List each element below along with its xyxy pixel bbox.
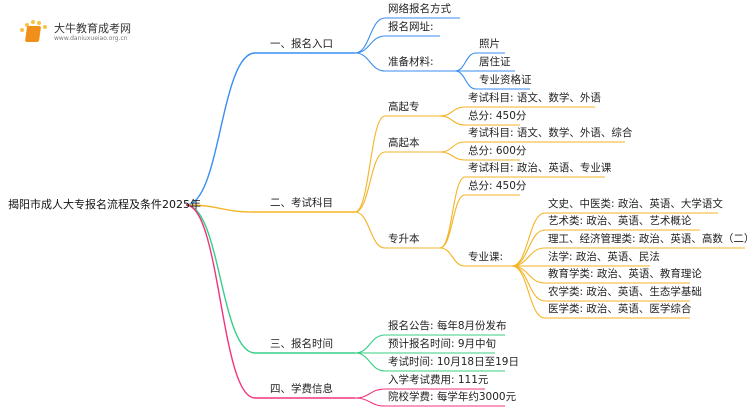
connector	[439, 106, 466, 117]
connector	[439, 247, 466, 267]
leaf-topic: 法学: 政治、英语、民法	[548, 251, 660, 263]
connector	[185, 204, 256, 399]
leaf-topic: 考试科目: 语文、数学、外语	[468, 92, 601, 104]
connector	[439, 115, 466, 126]
subtopic: 准备材料:	[388, 56, 434, 68]
branch-topic: 四、学费信息	[270, 383, 333, 395]
connector	[185, 204, 256, 213]
connector	[439, 176, 466, 249]
leaf-topic: 理工、经济管理类: 政治、英语、高数（二）	[548, 233, 750, 245]
leaf-topic: 文史、中医类: 政治、英语、大学语文	[548, 198, 723, 210]
subtopic: 高起专	[388, 101, 420, 113]
connector	[511, 265, 546, 302]
connector	[185, 52, 256, 206]
leaf-topic: 入学考试费用: 111元	[388, 374, 489, 386]
subtopic: 专业课:	[468, 251, 504, 263]
leaf-topic: 预计报名时间: 9月中旬	[388, 338, 497, 350]
branch-topic: 二、考试科目	[270, 197, 333, 209]
logo: 大牛教育成考网 www.daniuxueiao.org.cn	[18, 18, 138, 46]
leaf-topic: 居住证	[479, 56, 511, 68]
leaf-topic: 考试科目: 语文、数学、外语、综合	[468, 127, 633, 139]
connector	[354, 115, 386, 213]
subtopic: 高起本	[388, 137, 420, 149]
connector	[439, 141, 466, 153]
leaf-topic: 考试科目: 政治、英语、专业课	[468, 162, 612, 174]
connector	[354, 52, 386, 72]
leaf-topic: 报名公告: 每年8月份发布	[388, 320, 507, 332]
leaf-topic: 艺术类: 政治、英语、艺术概论	[548, 215, 692, 227]
connector	[354, 397, 386, 407]
branch-topic: 一、报名入口	[270, 38, 333, 50]
connector	[511, 265, 546, 284]
connector	[354, 388, 386, 399]
connector	[511, 229, 546, 267]
connector	[454, 52, 477, 72]
leaf-topic: 照片	[479, 38, 500, 50]
logo-url: www.daniuxueiao.org.cn	[54, 35, 128, 42]
leaf-topic: 专业资格证	[479, 74, 532, 86]
connector	[354, 211, 386, 249]
connector	[511, 212, 546, 267]
connector	[354, 35, 386, 54]
connector	[439, 194, 466, 249]
subtopic: 专升本	[388, 233, 420, 245]
connector	[511, 265, 546, 319]
connector	[439, 151, 466, 161]
leaf-topic: 教育学类: 政治、英语、教育理论	[548, 268, 702, 280]
root-topic: 揭阳市成人大专报名流程及条件2025年	[8, 198, 201, 211]
branch-topic: 三、报名时间	[270, 338, 333, 350]
leaf-topic: 考试时间: 10月18日至19日	[388, 356, 519, 368]
leaf-topic: 总分: 450分	[468, 110, 527, 122]
leaf-topic: 报名网址:	[388, 21, 434, 33]
leaf-topic: 总分: 600分	[468, 145, 527, 157]
connector	[354, 151, 386, 213]
connector	[354, 334, 386, 354]
leaf-topic: 农学类: 政治、英语、生态学基础	[548, 286, 702, 298]
logo-name: 大牛教育成考网	[54, 22, 131, 35]
connector	[185, 204, 256, 354]
connector	[511, 247, 546, 267]
connector	[454, 70, 477, 90]
leaf-topic: 院校学费: 每学年约3000元	[388, 391, 517, 403]
leaf-topic: 医学类: 政治、英语、医学综合	[548, 303, 692, 315]
connector	[354, 352, 386, 372]
connector	[354, 17, 386, 54]
leaf-topic: 总分: 450分	[468, 180, 527, 192]
logo-dots-icon	[20, 20, 48, 32]
leaf-topic: 网络报名方式	[388, 3, 451, 15]
